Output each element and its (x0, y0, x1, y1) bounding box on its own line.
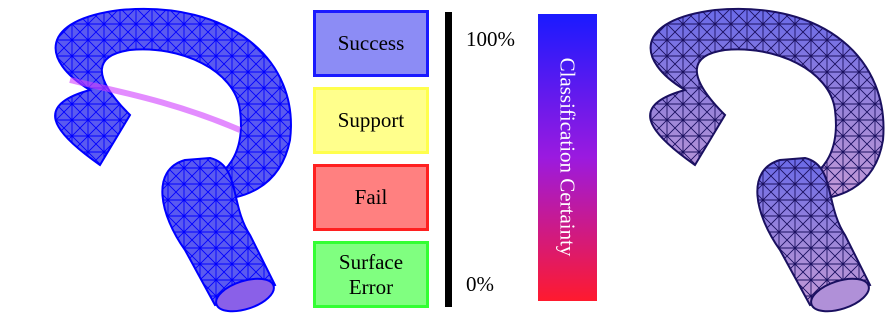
vertical-divider (445, 12, 452, 307)
legend-surface-error: Surface Error (313, 241, 429, 308)
left-mesh-classification (54, 7, 292, 313)
legend-surface-error-label: Surface Error (338, 249, 404, 299)
legend-support-label: Support (337, 108, 405, 132)
legend-support: Support (313, 87, 429, 154)
colorbar-min-label: 0% (466, 272, 494, 296)
legend-fail: Fail (313, 164, 429, 231)
certainty-colorbar (538, 14, 597, 301)
legend-success-label: Success (337, 31, 405, 55)
legend-success: Success (313, 10, 429, 77)
right-mesh-certainty (649, 7, 885, 313)
left-mesh-tube (161, 156, 277, 313)
legend-fail-label: Fail (354, 185, 388, 209)
colorbar-max-label: 100% (466, 27, 515, 51)
right-mesh-tube (756, 156, 872, 313)
colorbar-title: Classification Certainty (555, 57, 580, 257)
